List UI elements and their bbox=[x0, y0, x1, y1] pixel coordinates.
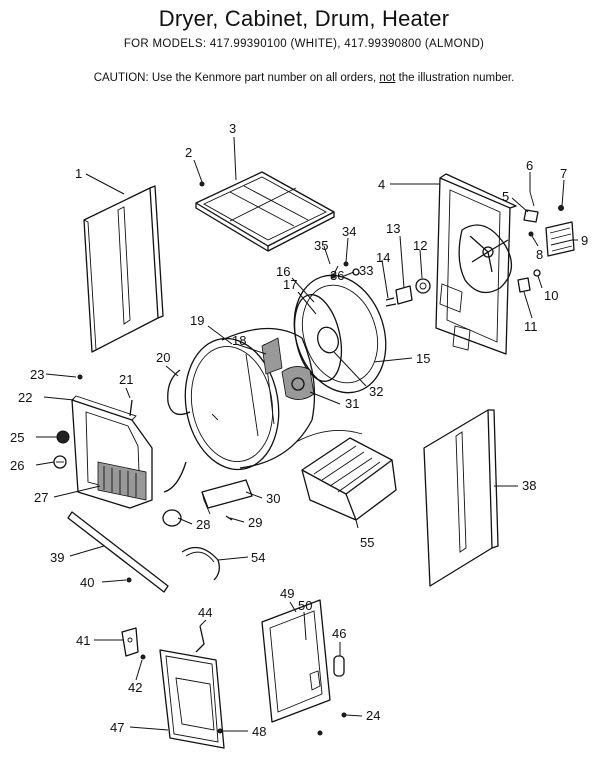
part-23-screw bbox=[77, 374, 83, 380]
callout-17: 17 bbox=[283, 277, 297, 292]
callout-5: 5 bbox=[502, 189, 509, 204]
part-19-drum bbox=[184, 327, 316, 471]
part-47-door bbox=[159, 649, 225, 749]
callout-32: 32 bbox=[369, 384, 383, 399]
callout-26: 26 bbox=[10, 458, 24, 473]
callout-13: 13 bbox=[386, 221, 400, 236]
callout-44: 44 bbox=[198, 605, 212, 620]
part-48-inner-door bbox=[261, 599, 331, 723]
part-4-rear-panel bbox=[435, 173, 517, 355]
part-5-6-bracket bbox=[523, 191, 539, 223]
callout-12: 12 bbox=[413, 238, 427, 253]
callout-49: 48 bbox=[252, 724, 266, 739]
callout-20: 20 bbox=[156, 350, 170, 365]
callout-30: 30 bbox=[266, 491, 280, 506]
callout-6: 6 bbox=[526, 158, 533, 173]
part-10-clip bbox=[533, 269, 541, 277]
part-55-heater-duct bbox=[295, 429, 397, 521]
callout-47: 47 bbox=[110, 720, 124, 735]
callout-38: 38 bbox=[522, 478, 536, 493]
part-42-screw bbox=[140, 654, 146, 660]
callout-48: 49 bbox=[280, 586, 294, 601]
part-28-thermostat bbox=[162, 509, 182, 527]
part-40-screw bbox=[126, 577, 132, 583]
part-16-17-seal bbox=[293, 294, 343, 382]
callout-25: 25 bbox=[10, 430, 24, 445]
callout-42: 42 bbox=[128, 680, 142, 695]
callout-29: 29 bbox=[248, 515, 262, 530]
callout-46: 46 bbox=[332, 626, 346, 641]
callout-4: 4 bbox=[378, 177, 385, 192]
part-20-belt bbox=[163, 369, 191, 493]
part-39-toe-panel bbox=[67, 511, 169, 593]
leader-lines bbox=[35, 136, 578, 732]
part-12-roller bbox=[415, 278, 431, 294]
callout-10: 10 bbox=[544, 288, 558, 303]
models-line: FOR MODELS: 417.99390100 (WHITE), 417.99… bbox=[123, 38, 485, 50]
callout-54: 54 bbox=[251, 550, 265, 565]
callout-3: 3 bbox=[229, 121, 236, 136]
caution-note: CAUTION: Use the Kenmore part number on … bbox=[0, 72, 608, 84]
part-38-side-panel bbox=[423, 409, 499, 587]
part-44-door-seal bbox=[195, 625, 205, 653]
callout-33: 33 bbox=[359, 263, 373, 278]
part-25-switch bbox=[56, 430, 70, 444]
callout-41: 41 bbox=[76, 633, 90, 648]
callout-28: 28 bbox=[196, 517, 210, 532]
callout-23: 23 bbox=[30, 367, 44, 382]
part-11-cover bbox=[517, 277, 531, 293]
callout-39: 39 bbox=[50, 550, 64, 565]
callout-19: 19 bbox=[190, 313, 204, 328]
part-41-hinge bbox=[121, 627, 139, 657]
callout-21: 21 bbox=[119, 372, 133, 387]
callout-55: 55 bbox=[360, 535, 374, 550]
part-49-screw bbox=[217, 728, 223, 734]
callout-27: 27 bbox=[34, 490, 48, 505]
callout-50: 50 bbox=[298, 598, 312, 613]
part-3-top-panel bbox=[195, 171, 335, 252]
callout-16: 16 bbox=[276, 264, 290, 279]
callout-2: 2 bbox=[185, 145, 192, 160]
part-31-32-drum-support bbox=[281, 366, 315, 400]
callout-15: 15 bbox=[416, 351, 430, 366]
callout-24: 24 bbox=[366, 708, 380, 723]
callout-40: 40 bbox=[80, 575, 94, 590]
part-24-screw bbox=[317, 712, 347, 736]
callout-9: 9 bbox=[581, 233, 588, 248]
caution-prefix: CAUTION: Use the Kenmore part number on … bbox=[93, 72, 380, 84]
part-30-heater bbox=[201, 479, 253, 515]
caution-emphasis: not bbox=[379, 72, 396, 84]
part-1-side-panel bbox=[83, 185, 164, 353]
callout-14: 14 bbox=[376, 250, 390, 265]
part-7-screw bbox=[558, 205, 564, 211]
part-8-screw bbox=[528, 231, 534, 237]
diagram-title: Dryer, Cabinet, Drum, Heater bbox=[158, 6, 450, 31]
part-18-baffle bbox=[261, 337, 283, 375]
callout-36: 36 bbox=[330, 268, 344, 283]
callout-34: 34 bbox=[342, 224, 356, 239]
part-21-screw bbox=[129, 399, 133, 417]
callout-7: 7 bbox=[560, 166, 567, 181]
part-29-screw bbox=[225, 515, 233, 521]
callout-35: 35 bbox=[314, 238, 328, 253]
part-2-screw bbox=[199, 181, 205, 187]
part-27-filter bbox=[97, 461, 147, 501]
callout-31: 31 bbox=[345, 396, 359, 411]
part-54-belt-segment bbox=[181, 546, 220, 581]
caution-suffix: the illustration number. bbox=[395, 72, 515, 84]
part-26-switch bbox=[53, 455, 67, 469]
callout-8: 8 bbox=[536, 247, 543, 262]
callout-22: 22 bbox=[18, 390, 32, 405]
part-13-bracket bbox=[395, 285, 413, 305]
part-46-handle bbox=[333, 655, 345, 677]
part-9-vent-grille bbox=[545, 221, 575, 257]
callout-11: 11 bbox=[524, 319, 538, 334]
part-14-bolt bbox=[385, 297, 397, 307]
callout-18: 18 bbox=[232, 333, 246, 348]
callout-1: 1 bbox=[75, 166, 82, 181]
callout-labels: 1 2 3 4 5 6 7 8 9 10 11 12 13 14 15 16 1… bbox=[10, 121, 588, 739]
